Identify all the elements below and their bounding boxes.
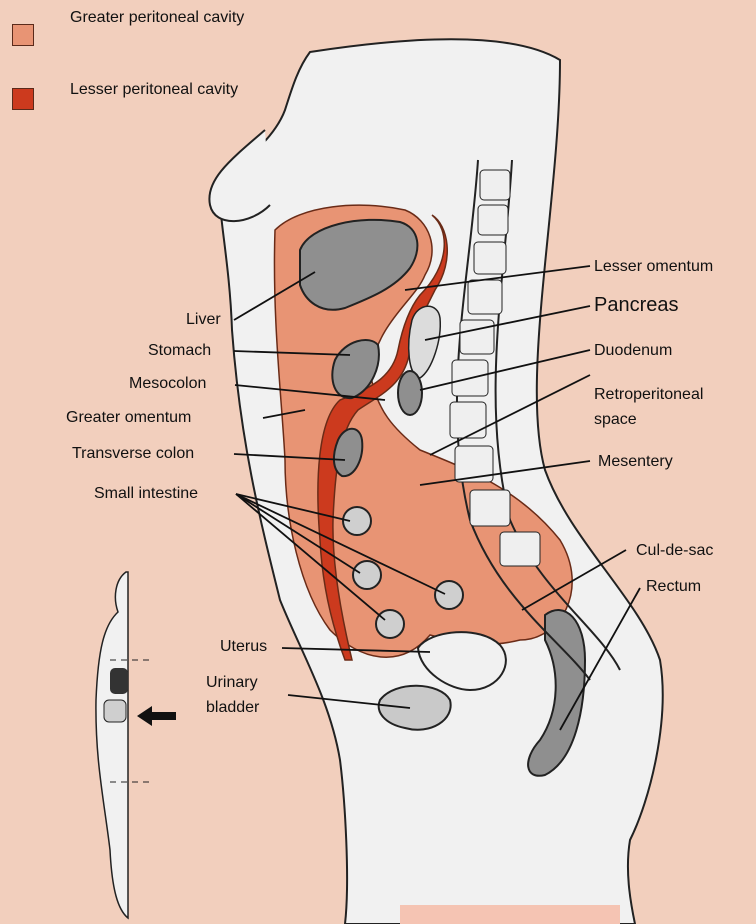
label-urinary-bladder-line1: Urinary (206, 672, 258, 694)
legend-swatch-lesser (12, 88, 34, 110)
label-retroperitoneal-line1: Retroperitoneal (594, 384, 703, 406)
small-intestine-loop (435, 581, 463, 609)
duodenum-organ (398, 371, 422, 415)
label-small-intestine: Small intestine (94, 483, 198, 505)
thigh-band (400, 905, 620, 924)
label-mesentery: Mesentery (598, 451, 673, 473)
label-duodenum: Duodenum (594, 340, 672, 362)
label-rectum: Rectum (646, 576, 701, 598)
label-mesocolon: Mesocolon (129, 373, 206, 395)
legend-label-lesser: Lesser peritoneal cavity (70, 78, 250, 102)
arrow-left-icon (137, 706, 176, 726)
small-intestine-loop (376, 610, 404, 638)
breast-outline (209, 130, 270, 221)
label-greater-omentum: Greater omentum (66, 407, 191, 429)
legend-swatch-greater (12, 24, 34, 46)
label-retroperitoneal-line2: space (594, 409, 637, 431)
label-stomach: Stomach (148, 340, 211, 362)
label-lesser-omentum: Lesser omentum (594, 256, 713, 278)
label-liver: Liver (186, 309, 221, 331)
label-cul-de-sac: Cul-de-sac (636, 540, 713, 562)
body-outline-icon (96, 572, 150, 918)
urinary-bladder-organ (379, 686, 451, 730)
label-urinary-bladder-line2: bladder (206, 697, 259, 719)
legend-label-greater: Greater peritoneal cavity (70, 6, 250, 30)
label-uterus: Uterus (220, 636, 267, 658)
label-transverse-colon: Transverse colon (72, 443, 194, 465)
label-pancreas: Pancreas (594, 294, 679, 316)
small-intestine-loop (353, 561, 381, 589)
